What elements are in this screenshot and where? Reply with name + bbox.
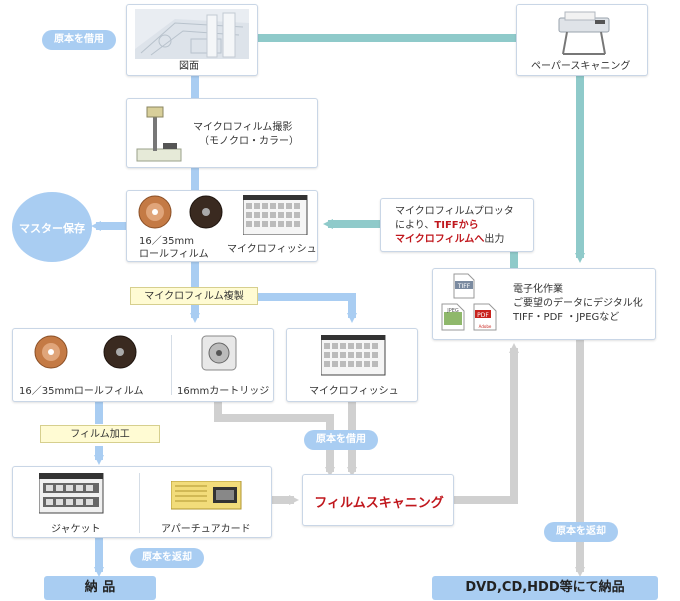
jacket-icon: [39, 473, 104, 514]
return-original-badge-2: 原本を返却: [544, 522, 618, 542]
blueprint-icon: [135, 9, 249, 59]
borrow-original-badge-2: 原本を借用: [304, 430, 378, 450]
digitize-desc: ご要望のデータにデジタル化: [513, 298, 643, 309]
jpeg-icon-text: JPEG: [446, 308, 459, 314]
rollfilm-label: ロールフィルム: [139, 249, 209, 260]
microfiche-label: マイクロフィッシュ: [227, 244, 317, 255]
film-processing-label: フィルム加工: [40, 425, 160, 443]
wide-format-scanner-icon: [558, 11, 610, 55]
node-microfiche-duplicate: マイクロフィッシュ: [286, 328, 418, 402]
roll-film-reel-icon: [138, 195, 172, 229]
return-original-badge-1: 原本を返却: [130, 548, 204, 568]
plotter-line-2: により、TIFFから: [395, 219, 479, 232]
microfilm-camera-icon: [136, 106, 182, 162]
delivery-box: 納 品: [44, 576, 156, 600]
tiff-icon-text: TIFF: [457, 283, 471, 290]
master-storage-label: マスター保存: [19, 222, 85, 235]
roll-film-cartridge-icon: [189, 195, 223, 229]
cartridge-label: 16mmカートリッジ: [177, 386, 270, 397]
duplicate-rollfilm-label: 16／35mmロールフィルム: [19, 386, 144, 397]
rollfilm-size-label: 16／35mm: [139, 236, 194, 247]
duplicate-divider: [171, 335, 172, 395]
plotter-line-3: マイクロフィルムへ出力: [395, 233, 504, 246]
dvd-delivery-box: DVD,CD,HDD等にて納品: [432, 576, 658, 600]
node-film-scanning: フィルムスキャニング: [302, 474, 454, 526]
jpeg-file-icon: JPEG: [441, 303, 465, 331]
jacket-label: ジャケット: [51, 524, 101, 535]
pdf-icon-text: PDF: [477, 312, 489, 319]
microfiche-duplicate-label: マイクロフィッシュ: [309, 386, 399, 397]
pdf-file-icon: PDF Adobe: [473, 303, 497, 331]
drawing-label: 図面: [179, 61, 199, 72]
microfilm-shoot-sub-label: （モノクロ・カラー）: [199, 136, 299, 147]
microfiche-duplicate-icon: [321, 335, 386, 376]
processing-divider: [139, 473, 140, 533]
plotter-label: マイクロフィルムプロッタ: [395, 206, 514, 217]
microfilm-shoot-label: マイクロフィルム撮影: [193, 122, 293, 133]
plotter-tiff-highlight: TIFFから: [434, 220, 479, 231]
node-paper-scanning: ペーパースキャニング: [516, 4, 648, 76]
film-scanning-label: フィルムスキャニング: [314, 496, 444, 511]
digitize-title: 電子化作業: [513, 284, 563, 295]
tiff-file-icon: TIFF: [453, 273, 475, 299]
plotter-microfilm-highlight: マイクロフィルムへ: [395, 234, 485, 245]
node-digitizing: TIFF JPEG PDF Adobe 電子化作業 ご要望のデータにデジタル化 …: [432, 268, 656, 340]
node-film-processing: ジャケット アパーチュアカード: [12, 466, 272, 538]
duplicate-roll-icon: [103, 335, 137, 369]
node-duplicate-films: 16／35mmロールフィルム 16mmカートリッジ: [12, 328, 274, 402]
plotter-by-text: により、: [395, 220, 435, 231]
digitize-formats: TIFF・PDF ・JPEGなど: [513, 312, 620, 323]
master-storage-circle: マスター保存: [12, 192, 92, 262]
node-film-master: 16／35mm ロールフィルム マイクロフィッシュ: [126, 190, 318, 262]
plotter-output-text: 出力: [484, 234, 505, 245]
aperture-card-icon: [171, 481, 242, 510]
borrow-original-badge-1: 原本を借用: [42, 30, 116, 50]
node-microfilm-plotter: マイクロフィルムプロッタ により、TIFFから マイクロフィルムへ出力: [380, 198, 534, 252]
microfiche-sheet-icon: [243, 195, 308, 235]
node-microfilm-shooting: マイクロフィルム撮影 （モノクロ・カラー）: [126, 98, 318, 168]
duplicate-reel-icon: [34, 335, 68, 369]
node-drawing: 図面: [126, 4, 258, 76]
cartridge-icon: [201, 335, 237, 371]
duplicate-step-label: マイクロフィルム複製: [130, 287, 258, 305]
adobe-icon-text: Adobe: [479, 324, 492, 329]
paper-scanning-label: ペーパースキャニング: [531, 61, 631, 72]
aperture-card-label: アパーチュアカード: [161, 524, 251, 535]
connector-scan-digitize: [454, 343, 519, 504]
